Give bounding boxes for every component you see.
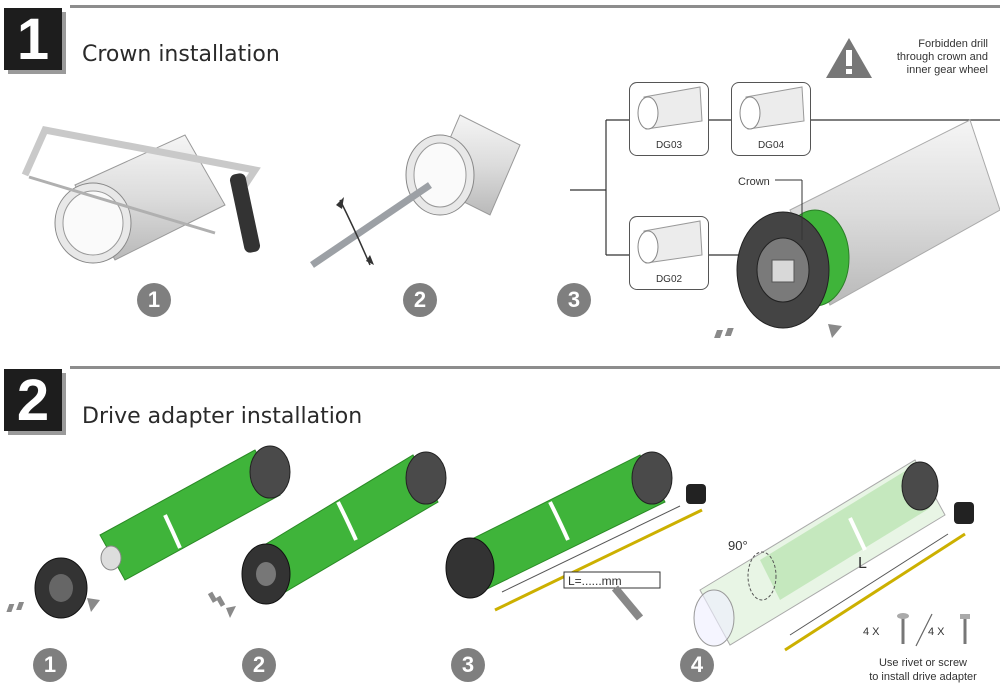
section2-step-1: 1 <box>33 648 67 682</box>
section2-divider <box>70 366 1000 369</box>
section2-step-3: 3 <box>451 648 485 682</box>
crown-selection-tree <box>570 119 1000 338</box>
separator-slash <box>915 613 933 647</box>
section1-step-1: 1 <box>137 283 171 317</box>
section2-title: Drive adapter installation <box>82 404 363 429</box>
drive-adapter-note: Use rivet or screw to install drive adap… <box>848 656 998 684</box>
crown-dg02-label: DG02 <box>655 274 683 285</box>
crown-label: Crown <box>738 176 770 188</box>
screw-count: 4 X <box>928 626 945 638</box>
warning-line3: inner gear wheel <box>906 64 988 76</box>
length-measure-label: L=......mm <box>568 574 622 588</box>
warning-line2: through crown and <box>896 51 988 63</box>
warning-icon <box>826 38 872 78</box>
note-line2: to install drive adapter <box>869 671 977 683</box>
crown-dg02-tube-icon <box>637 220 703 264</box>
crown-dg03-label: DG03 <box>655 140 683 151</box>
motor-step2-illustration <box>207 451 447 618</box>
warning-text: Forbidden drill through crown and inner … <box>860 38 988 77</box>
rivet-icon <box>897 613 909 644</box>
crown-dg04-label: DG04 <box>757 140 785 151</box>
angle-label: 90° <box>728 538 748 553</box>
crown-type-dg03: DG03 <box>629 82 709 156</box>
section1-title: Crown installation <box>82 42 280 67</box>
motor-step3-illustration <box>445 451 706 621</box>
crown-type-dg02: DG02 <box>629 216 709 290</box>
section2-number-badge: 2 <box>4 368 62 433</box>
file-tube-illustration <box>310 114 521 268</box>
note-line1: Use rivet or screw <box>878 657 968 669</box>
section1-step-2: 2 <box>403 283 437 317</box>
crown-type-dg04: DG04 <box>731 82 811 156</box>
length-l-label: L <box>858 555 867 572</box>
rivet-count: 4 X <box>863 626 880 638</box>
section1-number-badge: 1 <box>4 7 62 72</box>
section1-step-3: 3 <box>557 283 591 317</box>
crown-dg03-tube-icon <box>637 86 703 130</box>
warning-line1: Forbidden drill <box>918 38 988 50</box>
section1-divider <box>70 5 1000 8</box>
section2-step-4: 4 <box>680 648 714 682</box>
section2-step-2: 2 <box>242 648 276 682</box>
hacksaw-tube-illustration <box>21 126 261 264</box>
crown-dg04-tube-icon <box>739 86 805 130</box>
motor-step1-illustration <box>6 445 291 619</box>
motor-step4-illustration <box>693 459 974 652</box>
screw-icon <box>960 614 970 644</box>
